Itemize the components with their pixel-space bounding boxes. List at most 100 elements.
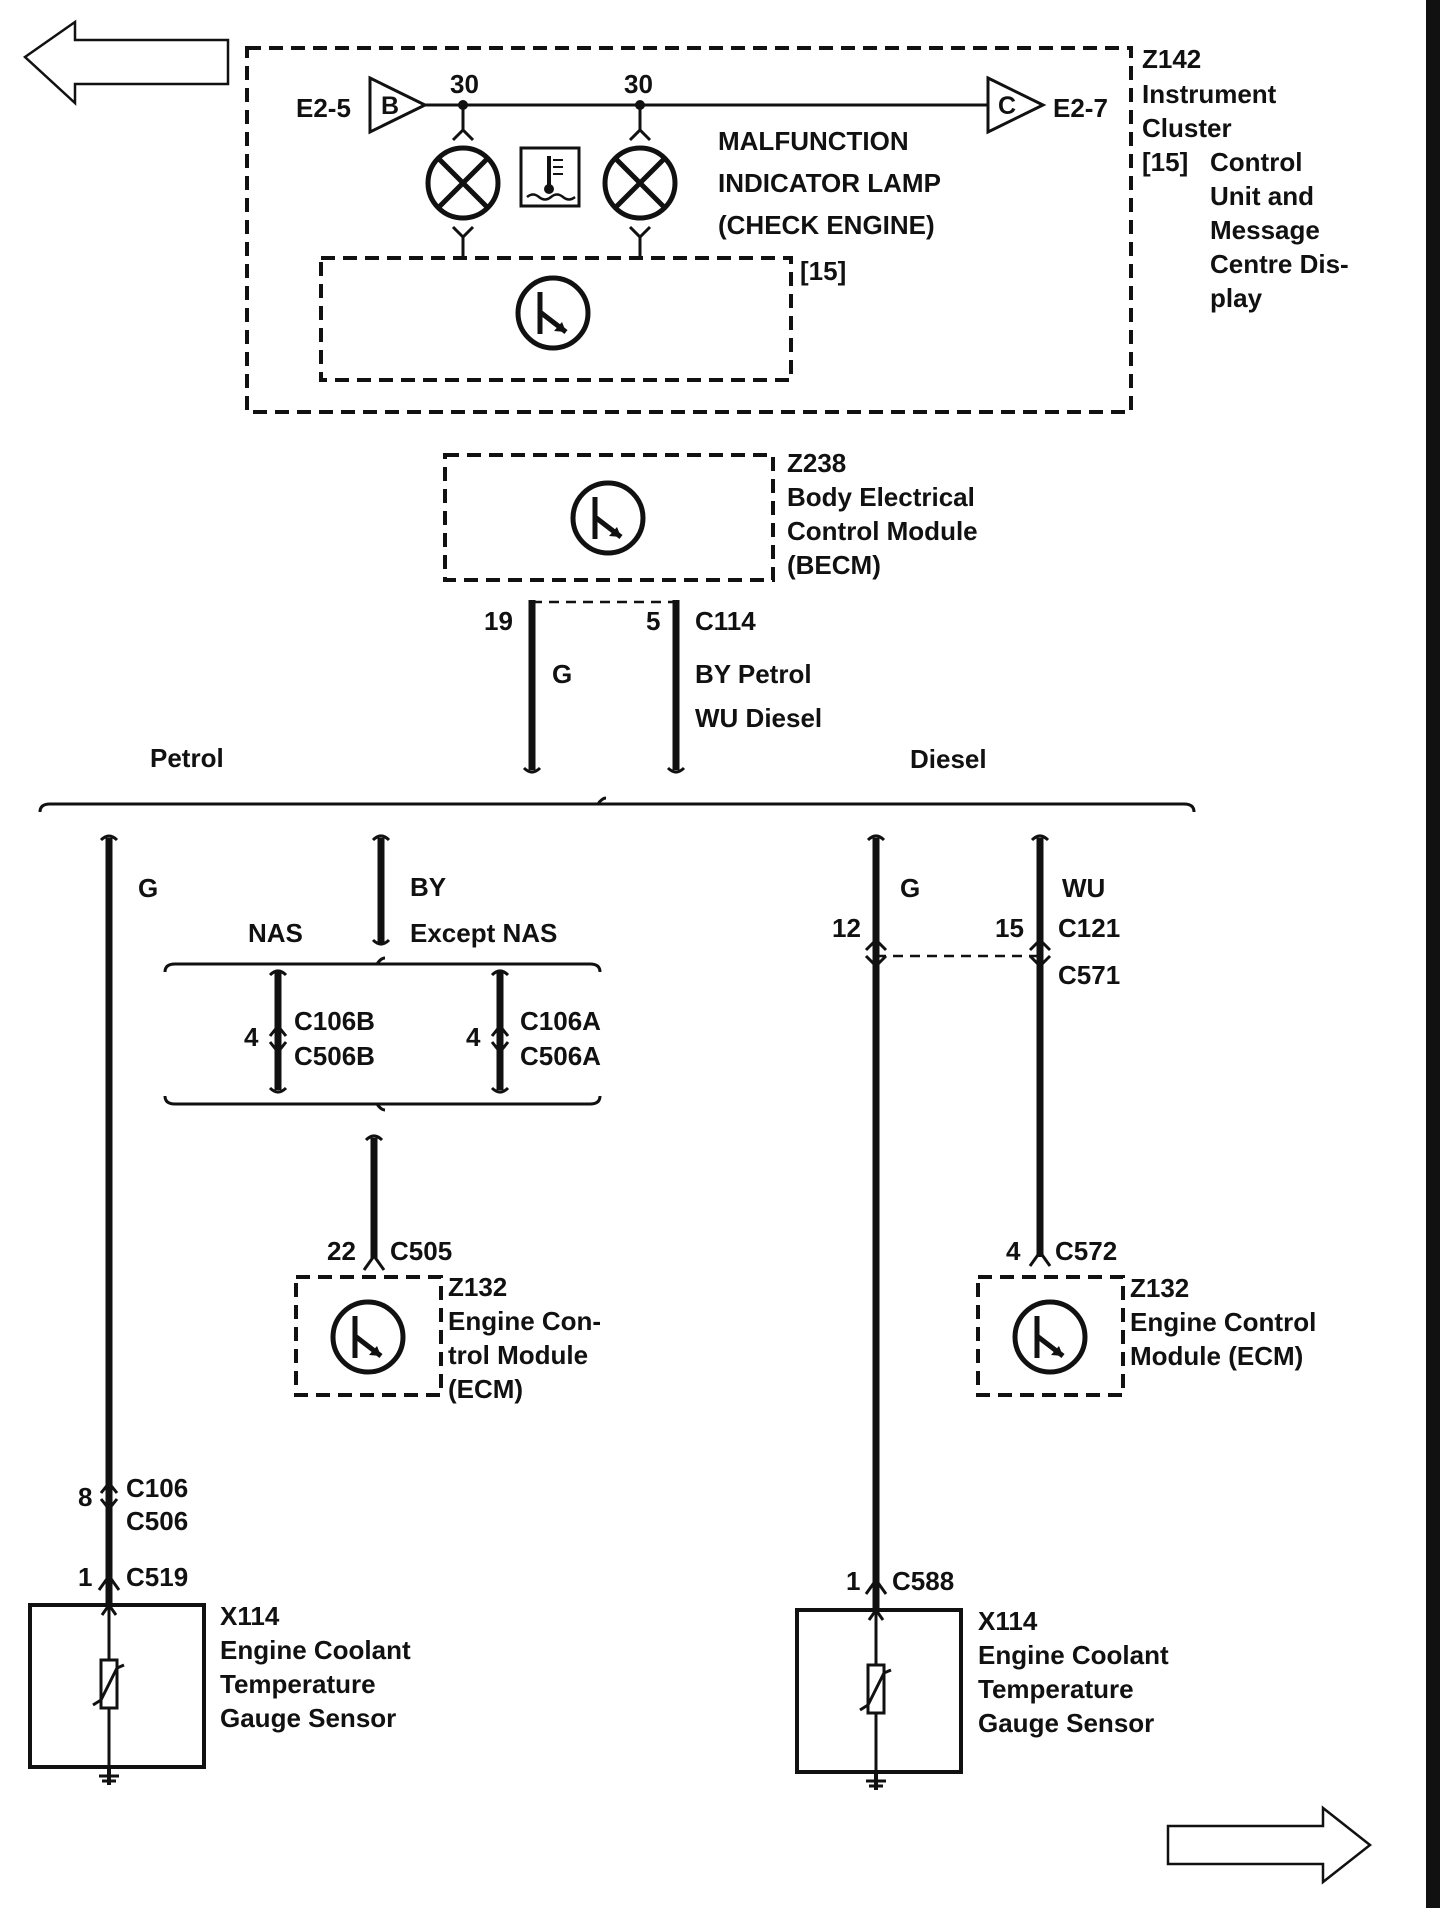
connector-c121: C121 bbox=[1058, 913, 1120, 943]
diesel-ecm-transistor-icon bbox=[1012, 1299, 1088, 1375]
connector-c505-icon bbox=[362, 1253, 386, 1271]
connector-c106b-icon bbox=[268, 1023, 288, 1055]
cluster-sub-line-4: Centre Dis- bbox=[1210, 249, 1349, 279]
node-right-fork bbox=[628, 127, 652, 142]
connector-b-triangle bbox=[368, 75, 429, 135]
cluster-sub-line-3: Message bbox=[1210, 215, 1320, 245]
instrument-cluster-name-1: Instrument bbox=[1142, 79, 1277, 109]
instrument-cluster-box bbox=[245, 46, 1133, 414]
pin-c121-wu: 15 bbox=[995, 913, 1024, 943]
lamp-left-fork-bottom bbox=[451, 225, 475, 240]
wire-label-wu-diesel: WU Diesel bbox=[695, 703, 822, 733]
lamp-right-cross bbox=[613, 156, 667, 210]
petrol-sensor-line-3: Gauge Sensor bbox=[220, 1703, 396, 1733]
branch-diesel-label: Diesel bbox=[910, 744, 987, 774]
connector-c121-g-icon bbox=[864, 937, 888, 969]
cluster-sub-ref: [15] bbox=[1142, 147, 1188, 177]
thermometer-ticks bbox=[553, 159, 563, 175]
petrol-ecm-transistor-icon bbox=[330, 1299, 406, 1375]
petrol-thermistor-icon bbox=[92, 1602, 125, 1767]
nas-label: NAS bbox=[248, 918, 303, 948]
connector-c-letter: C bbox=[998, 92, 1016, 120]
becm-pin-5: 5 bbox=[646, 606, 660, 636]
cluster-sub-line-2: Unit and bbox=[1210, 181, 1314, 211]
wire-break-diesel-g-top bbox=[866, 834, 886, 842]
diesel-ground-icon bbox=[866, 1772, 886, 1790]
diesel-thermistor-icon bbox=[859, 1607, 892, 1772]
branch-petrol-label: Petrol bbox=[150, 743, 224, 773]
pin-c519: 1 bbox=[78, 1562, 92, 1592]
petrol-ground-icon bbox=[99, 1767, 119, 1785]
connector-b-letter: B bbox=[381, 92, 399, 120]
connector-c106a: C106A bbox=[520, 1006, 601, 1036]
nas-bracket-bottom bbox=[163, 1095, 602, 1112]
diesel-sensor-ref: X114 bbox=[978, 1606, 1038, 1636]
branch-bracket bbox=[38, 796, 1196, 813]
thermometer-bulb bbox=[544, 184, 554, 194]
wire-nas-b-break-top bbox=[268, 969, 288, 977]
becm-pin-19: 19 bbox=[484, 606, 513, 636]
control-unit-box bbox=[319, 256, 793, 382]
connector-c121-wu-icon bbox=[1028, 937, 1052, 969]
diesel-wire-wu-label: WU bbox=[1062, 873, 1105, 903]
petrol-wire-g-label: G bbox=[138, 873, 158, 903]
pin-e2-5: E2-5 bbox=[296, 93, 351, 123]
pin-e2-7: E2-7 bbox=[1053, 93, 1108, 123]
diesel-ecm-ref: Z132 bbox=[1130, 1273, 1189, 1303]
pin-c106: 8 bbox=[78, 1482, 92, 1512]
wire-nas-a-break-top bbox=[490, 969, 510, 977]
connector-c114: C114 bbox=[695, 606, 756, 636]
becm-line-1: Body Electrical bbox=[787, 482, 975, 512]
connector-c106b: C106B bbox=[294, 1006, 375, 1036]
instrument-cluster-name-2: Cluster bbox=[1142, 113, 1232, 143]
becm-ref: Z238 bbox=[787, 448, 846, 478]
pin-c106b: 4 bbox=[244, 1022, 259, 1052]
connector-c572-icon bbox=[1028, 1249, 1052, 1267]
connector-c505: C505 bbox=[390, 1236, 452, 1266]
control-unit-transistor-icon bbox=[515, 275, 591, 351]
connector-c519-icon bbox=[97, 1573, 121, 1591]
pin-c106a: 4 bbox=[466, 1022, 481, 1052]
connector-c106a-icon bbox=[490, 1023, 510, 1055]
petrol-sensor-line-2: Temperature bbox=[220, 1669, 376, 1699]
instrument-cluster-ref: Z142 bbox=[1142, 44, 1201, 74]
node-left-fork bbox=[451, 127, 475, 142]
wire-label-by-petrol: BY Petrol bbox=[695, 659, 812, 689]
diesel-sensor-line-1: Engine Coolant bbox=[978, 1640, 1169, 1670]
next-page-arrow-icon[interactable] bbox=[1166, 1805, 1373, 1885]
connector-c106: C106 bbox=[126, 1473, 188, 1503]
connector-c572: C572 bbox=[1055, 1236, 1117, 1266]
petrol-ecm-line-2: trol Module bbox=[448, 1340, 588, 1370]
petrol-ecm-ref: Z132 bbox=[448, 1272, 507, 1302]
pin-c121-g: 12 bbox=[832, 913, 861, 943]
petrol-sensor-box bbox=[28, 1603, 206, 1769]
petrol-sensor-line-1: Engine Coolant bbox=[220, 1635, 411, 1665]
petrol-wire-by-label: BY bbox=[410, 872, 446, 902]
connector-c519: C519 bbox=[126, 1562, 188, 1592]
lamp-label-1: MALFUNCTION bbox=[718, 126, 909, 156]
connector-c506b: C506B bbox=[294, 1041, 375, 1071]
wire-break-petrol-g-top bbox=[99, 834, 119, 842]
lamp-right-fork-bottom bbox=[628, 225, 652, 240]
pin-c505: 22 bbox=[327, 1236, 356, 1266]
cluster-sub-line-5: play bbox=[1210, 283, 1263, 313]
connector-c506: C506 bbox=[126, 1506, 188, 1536]
lamp-left-cross bbox=[436, 156, 490, 210]
previous-page-arrow-icon[interactable] bbox=[23, 19, 230, 106]
becm-transistor-icon bbox=[570, 480, 646, 556]
wire-nas-a-break-bottom bbox=[490, 1086, 510, 1094]
page-edge-bar bbox=[1426, 0, 1440, 1908]
connector-c588: C588 bbox=[892, 1566, 954, 1596]
pin-c572: 4 bbox=[1006, 1236, 1021, 1266]
wire-break-petrol-by-top bbox=[371, 834, 391, 842]
lamp-label-3: (CHECK ENGINE) bbox=[718, 210, 935, 240]
petrol-sensor-ref: X114 bbox=[220, 1601, 280, 1631]
node-30-right: 30 bbox=[624, 69, 653, 99]
diesel-ecm-line-1: Engine Control bbox=[1130, 1307, 1316, 1337]
petrol-ecm-line-3: (ECM) bbox=[448, 1374, 523, 1404]
wire-break-left bbox=[522, 766, 542, 774]
diesel-wire-g-label: G bbox=[900, 873, 920, 903]
cluster-sub-line-1: Control bbox=[1210, 147, 1302, 177]
coolant-waves bbox=[526, 193, 576, 201]
